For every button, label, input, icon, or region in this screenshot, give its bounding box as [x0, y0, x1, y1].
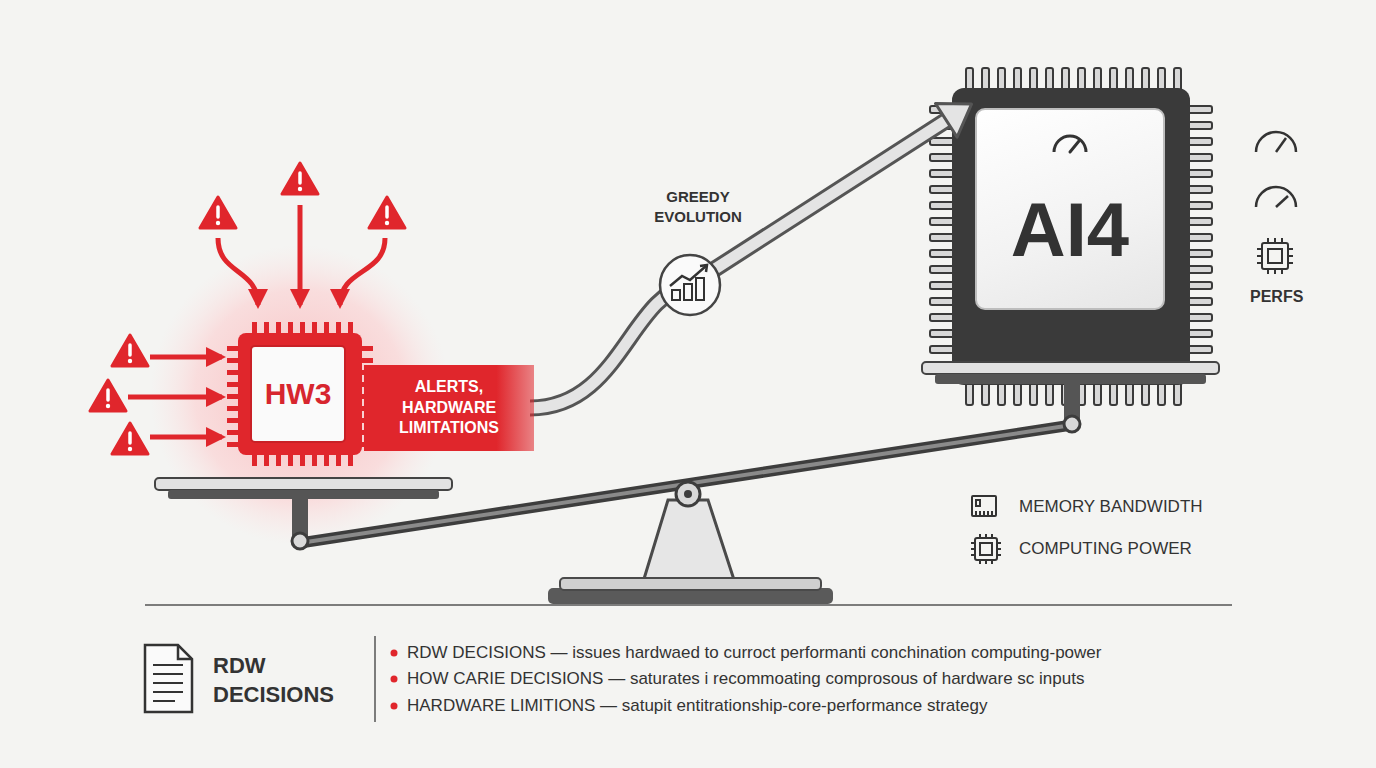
warning-triangle: [282, 163, 318, 194]
chip-body: [952, 88, 1190, 385]
warning-mark: [128, 433, 132, 443]
growth-badge: [660, 255, 720, 315]
icon-caption: PERFS: [1250, 288, 1303, 306]
warning-triangle: [369, 197, 405, 228]
warning-dot: [385, 221, 389, 225]
trend-icon: [670, 266, 706, 286]
node-text: HW3: [265, 377, 332, 411]
warning-shape: [90, 380, 126, 411]
base-rule: [145, 604, 1232, 606]
bullet: [391, 676, 398, 683]
warning-shape: [200, 197, 236, 228]
warning-shape: [112, 423, 148, 454]
warning-mark: [106, 390, 110, 400]
bullet-text: HOW CARIE DECISIONS — saturates i recomm…: [407, 669, 1084, 689]
warning-triangle: [112, 423, 148, 454]
warning-dot: [128, 447, 132, 451]
node-text: AI4: [1011, 186, 1129, 273]
chip-label-box: HW3: [250, 345, 346, 443]
edge-label: GREEDY EVOLUTION: [640, 186, 756, 229]
bullet: [391, 650, 398, 657]
gauge-icon: [1256, 132, 1296, 207]
bullet-text: RDW DECISIONS — issues hardwaed to curro…: [407, 643, 1101, 663]
chip-icon: [1257, 238, 1293, 274]
warning-triangle: [200, 197, 236, 228]
warning-dot: [128, 359, 132, 363]
legend-text: MEMORY BANDWIDTH: [1019, 497, 1203, 517]
warning-dot: [298, 187, 302, 191]
document-icon: [145, 645, 192, 712]
arrow-outline: [530, 116, 953, 408]
warning-shape: [369, 197, 405, 228]
warning-mark: [385, 207, 389, 217]
warning-mark: [216, 207, 220, 217]
warning-dot: [216, 221, 220, 225]
alert-band: ALERTS, HARDWARE LIMITATIONS: [364, 365, 534, 451]
bullet-text: HARDWARE LIMITIONS — satupit entitration…: [407, 696, 987, 716]
warning-triangle: [90, 380, 126, 411]
bullet: [391, 703, 398, 710]
warning-mark: [128, 345, 132, 355]
divider: [374, 636, 376, 722]
legend-text: COMPUTING POWER: [1019, 539, 1192, 559]
chip-body: [238, 333, 362, 455]
arrow-head: [935, 103, 971, 137]
balance-scale: [155, 362, 1219, 604]
arrow-body: [530, 116, 953, 408]
growth-arrow: [530, 103, 972, 408]
warning-mark: [298, 173, 302, 183]
warning-triangle: [112, 335, 148, 366]
section-heading: RDW DECISIONS: [213, 652, 363, 709]
warning-shape: [282, 163, 318, 194]
warning-shape: [112, 335, 148, 366]
chip-label-box: AI4: [975, 108, 1165, 310]
trend-icon: [700, 265, 707, 272]
node-text: ALERTS, HARDWARE LIMITATIONS: [374, 377, 524, 439]
warning-dot: [106, 404, 110, 408]
chip-icon: [971, 534, 1001, 564]
memory-icon: [972, 496, 996, 516]
gauge-icon: [1050, 130, 1090, 156]
